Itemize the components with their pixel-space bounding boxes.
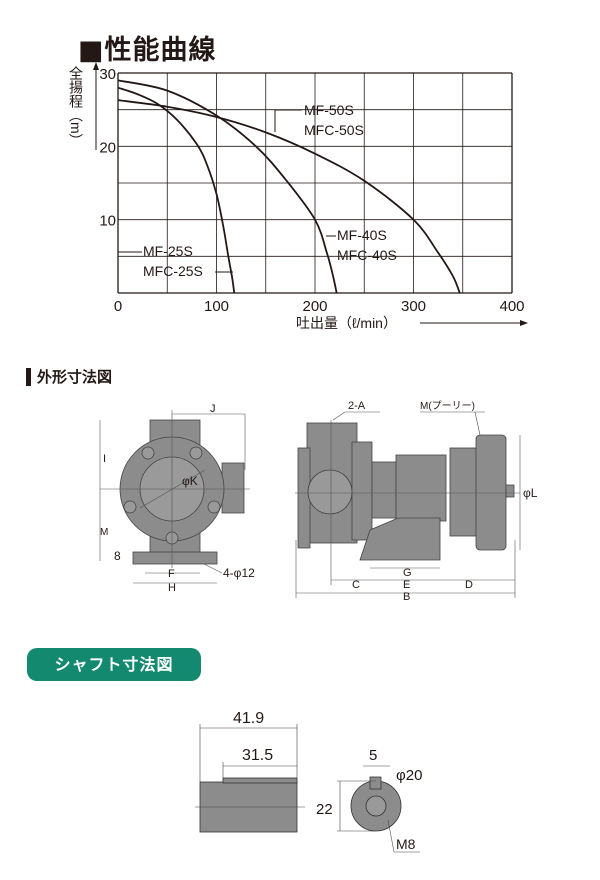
shaft-length-total: 41.9: [233, 710, 264, 727]
dim-D: D: [465, 579, 473, 591]
chart-curves: [117, 79, 461, 294]
side-clutch: [449, 447, 479, 537]
shaft-key-width: 5: [369, 747, 377, 764]
dim-pulley: M(プーリー): [420, 400, 475, 412]
x-tick-label: 200: [302, 298, 327, 315]
curve-mf-40s: [117, 79, 338, 294]
performance-curve-title: ■性能曲線: [78, 35, 217, 66]
side-flange: [351, 441, 373, 541]
side-cover: [297, 447, 311, 549]
side-bearing-body: [395, 454, 447, 522]
label-mf-50s: MF-50S: [304, 102, 354, 118]
side-shaft-end: [505, 484, 515, 498]
y-tick-label: 10: [99, 213, 116, 230]
x-axis-arrow-icon: [520, 320, 528, 326]
y-tick-label: 20: [99, 139, 116, 156]
dim-J: J: [210, 403, 216, 415]
x-tick-label: 100: [204, 298, 229, 315]
dim-K: φK: [182, 474, 198, 488]
x-axis-label: 吐出量（ℓ/min）: [296, 315, 397, 331]
x-tick-label: 400: [499, 298, 524, 315]
side-bracket: [371, 461, 397, 519]
label-mfc-50s: MFC-50S: [304, 122, 364, 138]
dim-H: H: [168, 582, 176, 594]
outline-dimensions-title: 外形寸法図: [26, 368, 112, 386]
side-foot: [359, 517, 441, 561]
dim-M-front: M: [100, 527, 108, 538]
curve-mf-25s: [117, 86, 236, 294]
curve-mf-50s: [117, 99, 461, 294]
dim-B: B: [403, 591, 410, 603]
dim-C: C: [352, 579, 360, 591]
front-outlet: [221, 462, 245, 514]
dim-L: φL: [523, 486, 538, 500]
dim-holes: 4-φ12: [223, 566, 255, 580]
side-port: [307, 469, 353, 515]
shaft-key: [222, 777, 298, 784]
x-tick-label: 0: [114, 298, 122, 315]
side-pulley: [475, 434, 507, 551]
dim-G: G: [403, 567, 412, 579]
dim-E: E: [403, 579, 410, 591]
shaft-keyway: [369, 776, 382, 790]
performance-chart: 0 100 200 300 400 10 20 30 全揚程（m） 吐出量（ℓ/min） MF…: [68, 62, 528, 331]
dim-I: I: [103, 453, 106, 465]
shaft-dimensions-badge: シャフト寸法図: [27, 648, 201, 681]
dim-2A: 2-A: [348, 400, 366, 412]
chart-grid: [117, 72, 513, 294]
x-tick-label: 300: [401, 298, 426, 315]
front-base: [132, 551, 218, 565]
y-axis-label: 全揚程（m）: [68, 65, 84, 147]
shaft-length-key: 31.5: [242, 747, 273, 764]
chart-ticks: 0 100 200 300 400 10 20 30: [99, 66, 524, 315]
shaft-drawing: 41.9 31.5 5 φ20 22 M8: [195, 710, 422, 853]
label-mf-25s: MF-25S: [143, 243, 193, 259]
y-tick-label: 30: [99, 66, 116, 83]
label-mfc-40s: MFC-40S: [337, 247, 397, 263]
shaft-height: 22: [316, 801, 333, 818]
dim-8: 8: [114, 549, 121, 563]
label-mfc-25s: MFC-25S: [143, 263, 203, 279]
shaft-thread: M8: [396, 836, 416, 852]
label-mf-40s: MF-40S: [337, 227, 387, 243]
outline-drawing: J I M φK 8 F H 4-φ12 2-A M(プーリー) φL C G …: [99, 400, 538, 603]
shaft-diameter: φ20: [396, 767, 422, 784]
dim-F: F: [168, 568, 175, 580]
y-axis-arrow-icon: [93, 62, 99, 70]
shaft-thread-hole: [365, 795, 387, 817]
